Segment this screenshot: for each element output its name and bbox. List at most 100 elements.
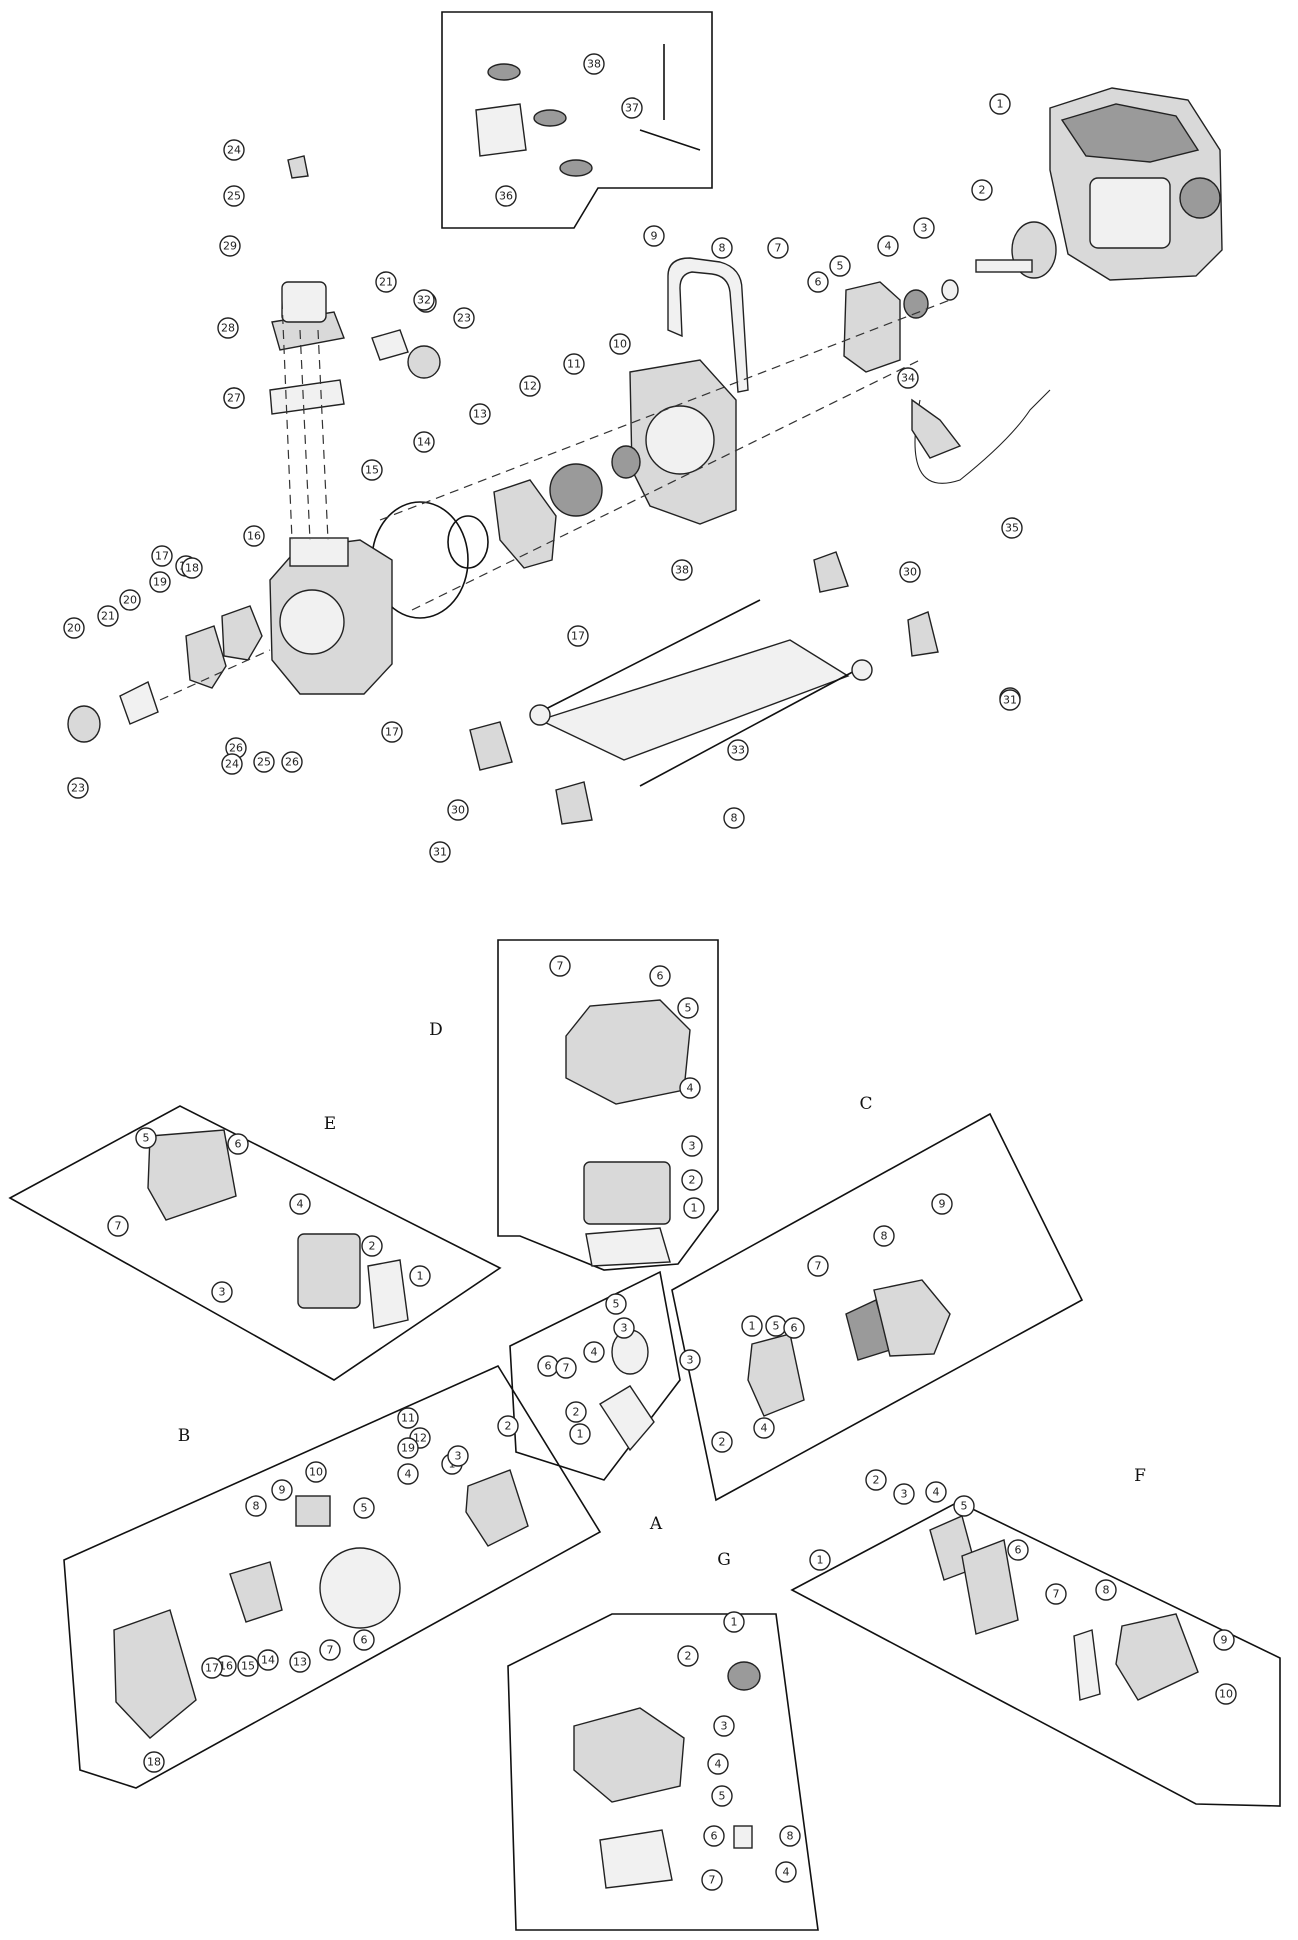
callout-number: 6: [657, 970, 664, 983]
callout-C-8: 8: [873, 1225, 895, 1247]
callout-top-28: 28: [217, 317, 239, 339]
callout-circle: [783, 1317, 805, 1339]
callout-circle: [447, 1445, 469, 1467]
callout-number: 27: [227, 392, 241, 405]
callout-number: 5: [719, 1790, 726, 1803]
outlet-clamp-part: [407, 345, 441, 379]
callout-top-21: 21: [375, 271, 397, 293]
callout-number: 7: [327, 1644, 334, 1657]
callout-B-5: 5: [353, 1497, 375, 1519]
callout-circle: [361, 1235, 383, 1257]
callout-top-20: 20: [63, 617, 85, 639]
callout-number: 9: [939, 1198, 946, 1211]
callout-E-6: 6: [227, 1133, 249, 1155]
filter-element-part: [1073, 1629, 1101, 1701]
callout-number: 24: [225, 758, 239, 771]
callout-circle: [549, 955, 571, 977]
callout-circle: [683, 1197, 705, 1219]
ignition-coil-part: [295, 1495, 331, 1527]
callout-number: 35: [1005, 522, 1019, 535]
callout-number: 2: [873, 1474, 880, 1487]
callout-C-6: 6: [783, 1317, 805, 1339]
callout-circle: [237, 1655, 259, 1677]
callout-number: 1: [577, 1428, 584, 1441]
callout-F-10: 10: [1215, 1683, 1237, 1705]
callout-D-3: 3: [681, 1135, 703, 1157]
cylinder-shroud-part: [147, 1129, 237, 1221]
callout-number: 36: [499, 190, 513, 203]
throttle-cable-part: [914, 389, 1051, 484]
callout-circle: [711, 1431, 733, 1453]
callout-top-31-b: 31: [429, 841, 451, 863]
callout-circle: [397, 1463, 419, 1485]
fan-housing-part: [113, 1609, 197, 1739]
callout-circle: [243, 525, 265, 547]
callout-circle: [119, 589, 141, 611]
threaded-fitting-part: [475, 103, 527, 157]
callout-number: 8: [1103, 1584, 1110, 1597]
group-label-D: D: [429, 1020, 443, 1040]
callout-circle: [953, 1495, 975, 1517]
callout-number: 33: [731, 744, 745, 757]
rubber-foot-part: [469, 721, 513, 771]
callout-circle: [807, 271, 829, 293]
callout-layer: 1234567891011121314151617181920212223242…: [63, 53, 1237, 1891]
clutch-part: [229, 1561, 283, 1623]
seal-part: [611, 445, 641, 479]
callout-number: 7: [115, 1220, 122, 1233]
callout-C-7: 7: [807, 1255, 829, 1277]
callout-top-13: 13: [469, 403, 491, 425]
callout-top-6: 6: [807, 271, 829, 293]
group-G-frame: [507, 1613, 819, 1931]
callout-circle: [713, 1715, 735, 1737]
callout-top-30-b: 30: [447, 799, 469, 821]
callout-circle: [397, 1407, 419, 1429]
callout-circle: [107, 1215, 129, 1237]
callout-number: 10: [1219, 1688, 1233, 1701]
callout-top-11: 11: [563, 353, 585, 375]
callout-circle: [565, 1401, 587, 1423]
callout-number: 17: [385, 726, 399, 739]
callout-number: 19: [401, 1442, 415, 1455]
callout-G-5: 5: [711, 1785, 733, 1807]
callout-top-18-b: 18: [181, 557, 203, 579]
callout-number: 19: [153, 576, 167, 589]
impeller-part: [549, 463, 603, 517]
callout-number: 28: [221, 322, 235, 335]
callout-A-3: 3: [613, 1317, 635, 1339]
callout-top-17: 17: [381, 721, 403, 743]
callout-circle: [775, 1861, 797, 1883]
callout-number: 3: [901, 1488, 908, 1501]
callout-top-38: 38: [583, 53, 605, 75]
callout-circle: [707, 1753, 729, 1775]
callout-circle: [727, 739, 749, 761]
callout-A-4: 4: [583, 1341, 605, 1363]
callout-circle: [223, 185, 245, 207]
callout-top-19: 19: [149, 571, 171, 593]
callout-top-20-b: 20: [119, 589, 141, 611]
callout-B-4: 4: [397, 1463, 419, 1485]
callout-circle: [779, 1825, 801, 1847]
callout-number: 31: [1003, 694, 1017, 707]
callout-circle: [741, 1315, 763, 1337]
starter-housing-part: [873, 1279, 951, 1357]
callout-number: 3: [721, 1720, 728, 1733]
callout-circle: [605, 1293, 627, 1315]
callout-F-4: 4: [925, 1481, 947, 1503]
callout-number: 4: [405, 1468, 412, 1481]
callout-circle: [151, 545, 173, 567]
callout-number: 4: [715, 1758, 722, 1771]
callout-circle: [569, 1423, 591, 1445]
callout-number: 21: [379, 276, 393, 289]
callout-circle: [319, 1639, 341, 1661]
callout-A-5: 5: [605, 1293, 627, 1315]
callout-number: 8: [731, 812, 738, 825]
callout-circle: [219, 235, 241, 257]
callout-circle: [723, 1611, 745, 1633]
callout-circle: [913, 217, 935, 239]
circlip-part: [941, 279, 959, 301]
callout-number: 5: [961, 1500, 968, 1513]
callout-circle: [135, 1127, 157, 1149]
callout-number: 4: [885, 240, 892, 253]
callout-number: 11: [567, 358, 581, 371]
